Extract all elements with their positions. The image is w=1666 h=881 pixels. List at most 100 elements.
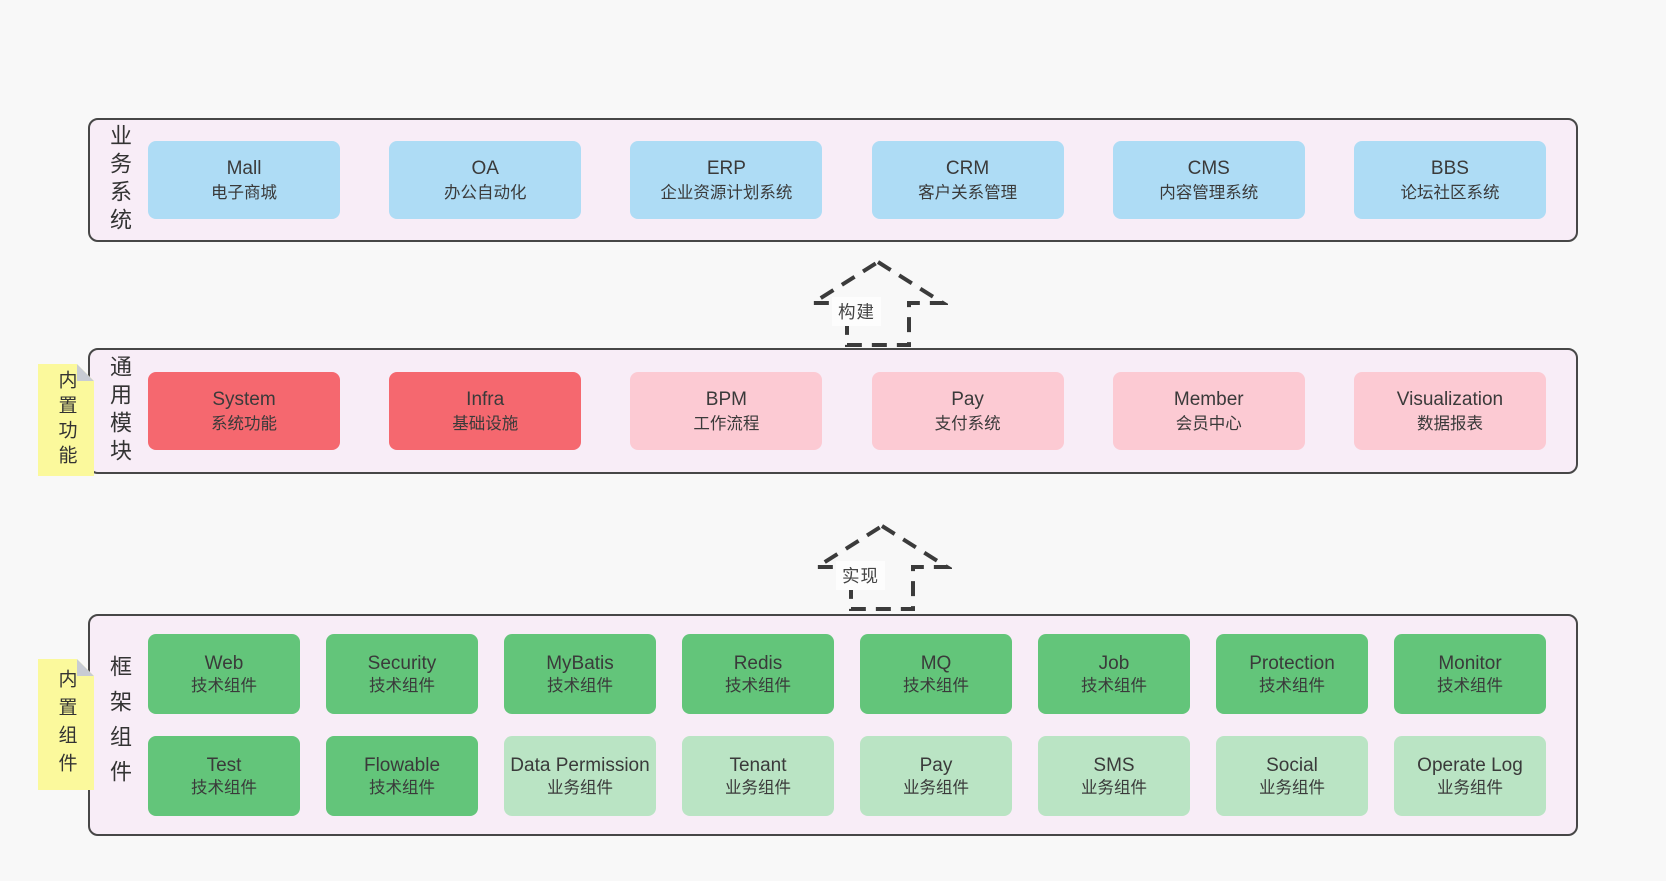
layer-common-modules: 内置功能 通用模块 System 系统功能 Infra 基础设施 BPM 工作流… <box>88 348 1578 474</box>
layer-label-common-modules: 通用模块 <box>107 355 132 467</box>
box-name: Protection <box>1249 652 1335 674</box>
box-desc: 内容管理系统 <box>1159 183 1259 202</box>
box-desc: 业务组件 <box>1437 778 1503 797</box>
box-security: Security 技术组件 <box>326 634 478 714</box>
box-desc: 技术组件 <box>369 778 435 797</box>
box-desc: 技术组件 <box>369 676 435 695</box>
component-rows: Web 技术组件 Security 技术组件 MyBatis 技术组件 Redi… <box>148 616 1576 834</box>
box-erp: ERP 企业资源计划系统 <box>630 141 823 219</box>
box-name: Visualization <box>1396 389 1504 411</box>
layer-framework-components: 内置组件 框架组件 Web 技术组件 Security 技术组件 MyBatis… <box>88 614 1578 836</box>
box-crm: CRM 客户关系管理 <box>871 141 1064 219</box>
box-desc: 业务组件 <box>903 778 969 797</box>
box-desc: 电子商城 <box>211 183 277 202</box>
sticky-note-built-in-components: 内置组件 <box>38 659 94 790</box>
box-desc: 技术组件 <box>1437 676 1503 695</box>
box-member: Member 会员中心 <box>1112 372 1305 450</box>
box-name: Flowable <box>363 754 441 776</box>
box-name: Operate Log <box>1417 754 1523 776</box>
box-name: Tenant <box>729 754 787 776</box>
arrow-build-label: 构建 <box>832 297 881 326</box>
box-desc: 技术组件 <box>1259 676 1325 695</box>
box-name: Monitor <box>1438 652 1502 674</box>
box-desc: 技术组件 <box>191 676 257 695</box>
box-web: Web 技术组件 <box>148 634 300 714</box>
box-desc: 技术组件 <box>1081 676 1147 695</box>
box-desc: 工作流程 <box>693 414 760 433</box>
box-bpm: BPM 工作流程 <box>630 372 823 450</box>
box-cms: CMS 内容管理系统 <box>1112 141 1305 219</box>
box-desc: 技术组件 <box>903 676 969 695</box>
box-desc: 会员中心 <box>1175 414 1242 433</box>
box-protection: Protection 技术组件 <box>1216 634 1368 714</box>
sticky-note-built-in-features: 内置功能 <box>38 364 94 476</box>
box-name: Test <box>206 754 242 776</box>
box-name: System <box>212 389 276 411</box>
box-sms: SMS 业务组件 <box>1038 736 1190 816</box>
box-desc: 办公自动化 <box>443 183 527 202</box>
box-oa: OA 办公自动化 <box>389 141 582 219</box>
box-name: MQ <box>920 652 952 674</box>
box-desc: 系统功能 <box>211 414 277 433</box>
box-name: ERP <box>706 158 746 180</box>
biz-component-row: Test 技术组件 Flowable 技术组件 Data Permission … <box>148 736 1546 816</box>
box-desc: 技术组件 <box>725 676 791 695</box>
box-flowable: Flowable 技术组件 <box>326 736 478 816</box>
box-monitor: Monitor 技术组件 <box>1394 634 1546 714</box>
box-desc: 论坛社区系统 <box>1400 183 1500 202</box>
up-arrow-icon <box>812 523 952 611</box>
box-name: Data Permission <box>510 754 650 776</box>
box-desc: 数据报表 <box>1416 414 1483 433</box>
box-pay-module: Pay 支付系统 <box>871 372 1064 450</box>
box-name: Security <box>367 652 437 674</box>
box-name: CMS <box>1187 158 1230 180</box>
box-desc: 客户关系管理 <box>918 183 1018 202</box>
box-operate-log: Operate Log 业务组件 <box>1394 736 1546 816</box>
box-desc: 业务组件 <box>1259 778 1325 797</box>
box-desc: 基础设施 <box>452 414 519 433</box>
arrow-implement-label: 实现 <box>836 561 885 590</box>
box-social: Social 业务组件 <box>1216 736 1368 816</box>
module-box-row: System 系统功能 Infra 基础设施 BPM 工作流程 Pay 支付系统… <box>148 350 1576 472</box>
box-desc: 业务组件 <box>1081 778 1147 797</box>
box-visualization: Visualization 数据报表 <box>1353 372 1546 450</box>
box-mall: Mall 电子商城 <box>148 141 340 219</box>
box-redis: Redis 技术组件 <box>682 634 834 714</box>
box-name: Pay <box>919 754 953 776</box>
box-test: Test 技术组件 <box>148 736 300 816</box>
box-name: Social <box>1266 754 1318 776</box>
box-name: Member <box>1173 389 1244 411</box>
box-desc: 企业资源计划系统 <box>660 183 793 202</box>
business-box-row: Mall 电子商城 OA 办公自动化 ERP 企业资源计划系统 CRM 客户关系… <box>148 120 1576 240</box>
box-mybatis: MyBatis 技术组件 <box>504 634 656 714</box>
box-desc: 业务组件 <box>725 778 791 797</box>
layer-business-systems: 业务系统 Mall 电子商城 OA 办公自动化 ERP 企业资源计划系统 CRM… <box>88 118 1578 242</box>
box-name: BPM <box>705 389 747 411</box>
box-name: Web <box>204 652 244 674</box>
box-name: MyBatis <box>546 652 614 674</box>
box-name: Job <box>1098 652 1130 674</box>
box-system: System 系统功能 <box>148 372 340 450</box>
box-name: Infra <box>466 389 505 411</box>
box-data-permission: Data Permission 业务组件 <box>504 736 656 816</box>
box-desc: 支付系统 <box>934 414 1001 433</box>
box-name: BBS <box>1430 158 1469 180</box>
box-name: SMS <box>1093 754 1135 776</box>
box-name: Pay <box>951 389 984 411</box>
tech-component-row: Web 技术组件 Security 技术组件 MyBatis 技术组件 Redi… <box>148 634 1546 714</box>
arrow-implement: 实现 <box>812 521 952 613</box>
layer-label-business: 业务系统 <box>107 124 132 236</box>
box-desc: 技术组件 <box>191 778 257 797</box>
box-name: Redis <box>733 652 783 674</box>
box-mq: MQ 技术组件 <box>860 634 1012 714</box>
arrow-build: 构建 <box>808 257 948 349</box>
box-name: OA <box>471 158 499 180</box>
box-infra: Infra 基础设施 <box>389 372 582 450</box>
box-name: Mall <box>226 158 262 180</box>
box-desc: 业务组件 <box>547 778 613 797</box>
box-bbs: BBS 论坛社区系统 <box>1353 141 1546 219</box>
box-desc: 技术组件 <box>547 676 613 695</box>
box-name: CRM <box>945 158 990 180</box>
box-job: Job 技术组件 <box>1038 634 1190 714</box>
up-arrow-icon <box>808 259 948 347</box>
